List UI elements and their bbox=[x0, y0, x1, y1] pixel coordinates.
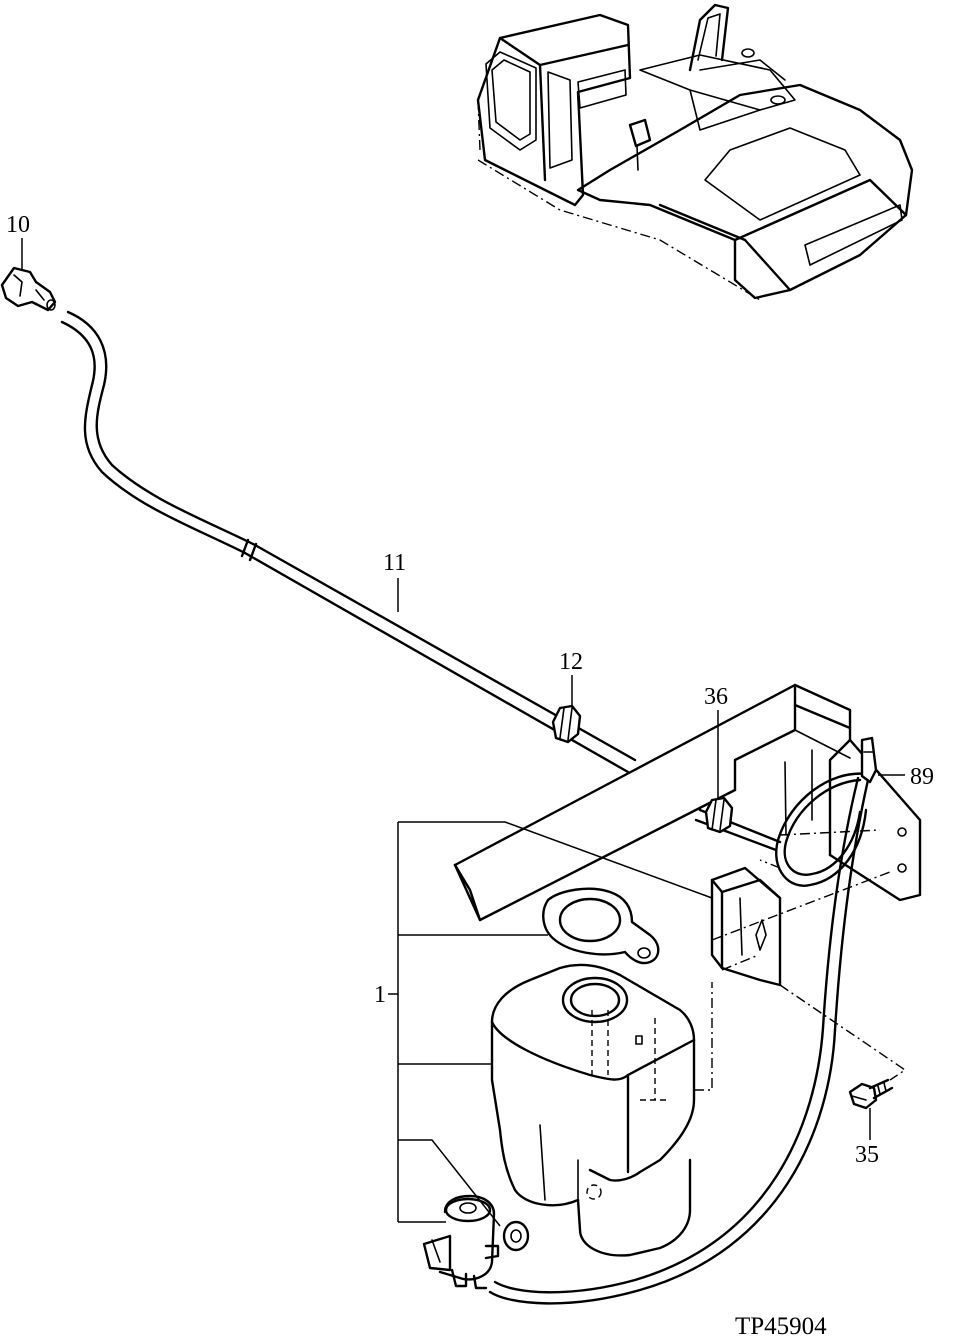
washer-pump bbox=[422, 1194, 500, 1290]
grommet-12 bbox=[551, 704, 582, 744]
callout-1: 1 bbox=[374, 982, 386, 1008]
washer-tank bbox=[490, 963, 696, 1257]
callout-11: 11 bbox=[383, 550, 406, 576]
hose-clamp bbox=[775, 736, 878, 887]
callout-89: 89 bbox=[910, 764, 934, 790]
mounting-bolt bbox=[848, 1078, 894, 1110]
figure-reference: TP45904 bbox=[735, 1313, 827, 1339]
callout-10: 10 bbox=[6, 212, 30, 238]
callout-35: 35 bbox=[855, 1142, 879, 1168]
grommet-36 bbox=[704, 796, 734, 834]
washer-hose bbox=[60, 310, 870, 1305]
excavator-locator-illustration bbox=[476, 3, 914, 301]
tank-bracket bbox=[710, 866, 782, 987]
washer-nozzle bbox=[0, 266, 57, 312]
callout-36: 36 bbox=[704, 684, 728, 710]
callout-12: 12 bbox=[559, 649, 583, 675]
leader-lines bbox=[21, 238, 907, 1227]
tank-cap-gasket bbox=[542, 887, 660, 965]
pump-grommet bbox=[502, 1220, 530, 1252]
mounting-frame bbox=[453, 683, 922, 922]
